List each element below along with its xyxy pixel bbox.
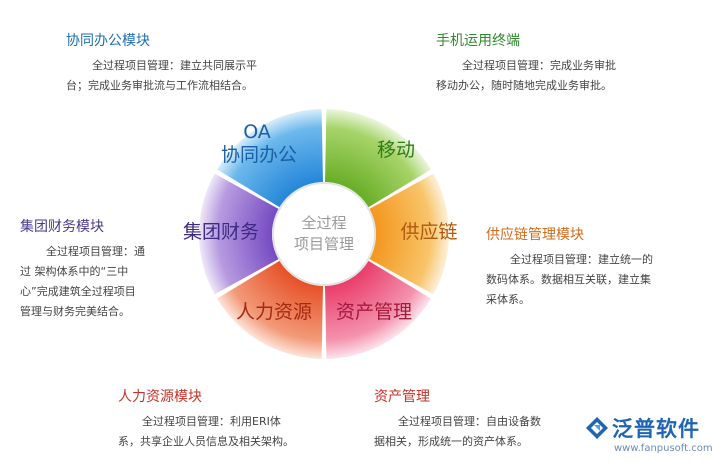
module-assets-desc: 全过程项目管理：自由设备数 据相关，形成统一的资产体系。 — [374, 412, 541, 452]
segment-mobile — [324, 109, 432, 208]
module-finance-desc-line: 过 架构体系中的“三中 — [20, 265, 129, 278]
module-oa-desc: 全过程项目管理：建立共同展示平 台；完成业务审批流与工作流相结合。 — [66, 56, 257, 96]
logo-url: www.fanpusoft.com — [614, 443, 712, 454]
module-finance-desc-line: 管理与财务完美结合。 — [20, 305, 130, 318]
module-hr-desc-line: 系，共享企业人员信息及相关架构。 — [118, 435, 294, 448]
module-assets-title: 资产管理 — [374, 389, 430, 405]
module-hr-desc: 全过程项目管理：利用ERI体 系，共享企业人员信息及相关架构。 — [118, 412, 294, 452]
module-oa-desc-line: 台；完成业务审批流与工作流相结合。 — [66, 79, 253, 92]
module-mobile-desc-line: 移动办公，随时随地完成业务审批。 — [436, 79, 612, 92]
segment-label-assets: 资产管理 — [336, 301, 412, 323]
module-mobile-desc: 全过程项目管理：完成业务审批 移动办公，随时随地完成业务审批。 — [436, 56, 616, 96]
module-assets-desc-line: 全过程项目管理：自由设备数 — [398, 415, 541, 428]
module-mobile-desc-line: 全过程项目管理：完成业务审批 — [462, 59, 616, 72]
module-mobile-title: 手机运用终端 — [436, 33, 520, 49]
segment-label-oa-line2: 协同办公 — [221, 144, 297, 166]
segment-assets — [324, 260, 432, 359]
segment-hr — [216, 260, 324, 359]
module-supply-desc-line: 数码体系。数据相互关联，建立集 — [486, 273, 651, 286]
module-supply-title: 供应链管理模块 — [486, 227, 584, 243]
segment-label-mobile: 移动 — [377, 139, 415, 161]
logo-name: 泛普软件 — [612, 417, 700, 441]
segment-supply — [369, 173, 450, 295]
module-oa-desc-line: 全过程项目管理：建立共同展示平 — [92, 59, 257, 72]
module-finance-title: 集团财务模块 — [20, 219, 104, 235]
module-supply-desc-line: 全过程项目管理：建立统一的 — [510, 253, 653, 266]
segment-oa — [216, 109, 324, 208]
center-label-line1: 全过程 — [301, 214, 346, 232]
module-supply-desc-line: 采体系。 — [486, 293, 530, 306]
center-label-line2: 项目管理 — [294, 235, 354, 253]
segment-label-finance: 集团财务 — [183, 221, 259, 243]
segment-label-oa-line1: OA — [243, 121, 271, 143]
logo-icon — [586, 417, 608, 439]
segment-finance — [199, 173, 279, 295]
module-assets: 资产管理 全过程项目管理：自由设备数 据相关，形成统一的资产体系。 — [374, 388, 541, 452]
module-oa: 协同办公模块 全过程项目管理：建立共同展示平 台；完成业务审批流与工作流相结合。 — [66, 32, 257, 96]
module-supply-desc: 全过程项目管理：建立统一的 数码体系。数据相互关联，建立集 采体系。 — [486, 250, 653, 310]
module-assets-desc-line: 据相关，形成统一的资产体系。 — [374, 435, 528, 448]
module-finance-desc-line: 全过程项目管理：通 — [46, 245, 145, 258]
brand-logo: 泛普软件 www.fanpusoft.com — [584, 413, 712, 457]
segment-label-hr: 人力资源 — [236, 301, 312, 323]
module-hr: 人力资源模块 全过程项目管理：利用ERI体 系，共享企业人员信息及相关架构。 — [118, 388, 294, 452]
module-mobile: 手机运用终端 全过程项目管理：完成业务审批 移动办公，随时随地完成业务审批。 — [436, 32, 616, 96]
module-hr-desc-line: 全过程项目管理：利用ERI体 — [142, 415, 281, 428]
segment-label-supply: 供应链 — [400, 221, 457, 243]
module-finance: 集团财务模块 全过程项目管理：通 过 架构体系中的“三中 心”完成建筑全过程项目… — [20, 218, 145, 322]
module-finance-desc-line: 心”完成建筑全过程项目 — [20, 285, 136, 298]
module-supply: 供应链管理模块 全过程项目管理：建立统一的 数码体系。数据相互关联，建立集 采体… — [486, 226, 653, 310]
module-finance-desc: 全过程项目管理：通 过 架构体系中的“三中 心”完成建筑全过程项目 管理与财务完… — [20, 242, 145, 322]
module-hr-title: 人力资源模块 — [118, 389, 202, 405]
wheel-segments — [199, 109, 450, 359]
module-oa-title: 协同办公模块 — [66, 33, 150, 49]
wheel-center — [272, 182, 376, 286]
